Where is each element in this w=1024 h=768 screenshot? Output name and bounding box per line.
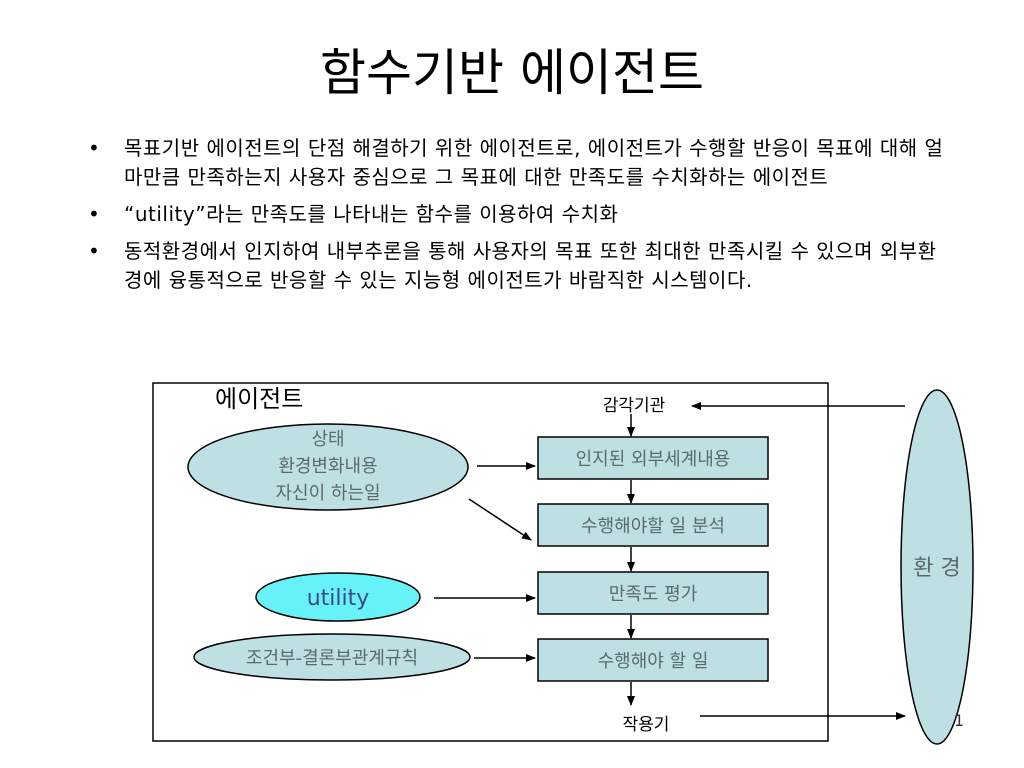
state-to-analysis-arrow <box>468 498 532 541</box>
bullet-list: • 목표기반 에이전트의 단점 해결하기 위한 에이전트로, 에이전트가 수행할… <box>88 134 948 303</box>
bullet-item-1: • 목표기반 에이전트의 단점 해결하기 위한 에이전트로, 에이전트가 수행할… <box>88 134 948 192</box>
agent-label: 에이전트 <box>215 385 303 413</box>
analysis-box <box>537 503 769 547</box>
page-number: 1 <box>954 711 964 730</box>
bullet-item-2: • “utility”라는 만족도를 나타내는 함수를 이용하여 수치화 <box>88 200 948 229</box>
action-box <box>537 638 769 682</box>
bullet-text: “utility”라는 만족도를 나타내는 함수를 이용하여 수치화 <box>124 202 619 226</box>
bullet-text: 동적환경에서 인지하여 내부추론을 통해 사용자의 목표 또한 최대한 만족시킬… <box>124 239 937 292</box>
state-line-2: 환경변화내용 <box>278 456 377 477</box>
actuator-label: 작용기 <box>623 715 670 735</box>
satisfaction-box-label: 만족도 평가 <box>609 584 698 605</box>
analysis-box-label: 수행해야할 일 분석 <box>581 516 725 537</box>
perceived-box-label: 인지된 외부세계내용 <box>576 449 731 470</box>
bullet-text: 목표기반 에이전트의 단점 해결하기 위한 에이전트로, 에이전트가 수행할 반… <box>124 136 944 189</box>
environment-ellipse <box>900 389 974 745</box>
bullet-dot-icon: • <box>88 239 100 263</box>
bullet-dot-icon: • <box>88 136 100 160</box>
sensor-label: 감각기관 <box>603 396 666 416</box>
state-line-3: 자신이 하는일 <box>275 483 380 504</box>
agent-frame <box>152 382 829 742</box>
utility-label: utility <box>307 586 370 611</box>
state-ellipse <box>187 423 469 511</box>
action-box-label: 수행해야 할 일 <box>598 651 709 672</box>
perceived-box <box>537 436 769 480</box>
bullet-dot-icon: • <box>88 202 100 226</box>
satisfaction-box <box>537 571 769 615</box>
rules-label: 조건부-결론부관계규칙 <box>246 648 418 669</box>
page-title: 함수기반 에이전트 <box>320 44 704 102</box>
utility-ellipse <box>255 572 421 622</box>
rules-ellipse <box>193 633 471 681</box>
bullet-item-3: • 동적환경에서 인지하여 내부추론을 통해 사용자의 목표 또한 최대한 만족… <box>88 237 948 295</box>
environment-label: 환 경 <box>913 556 960 581</box>
state-line-1: 상태 <box>311 429 344 450</box>
